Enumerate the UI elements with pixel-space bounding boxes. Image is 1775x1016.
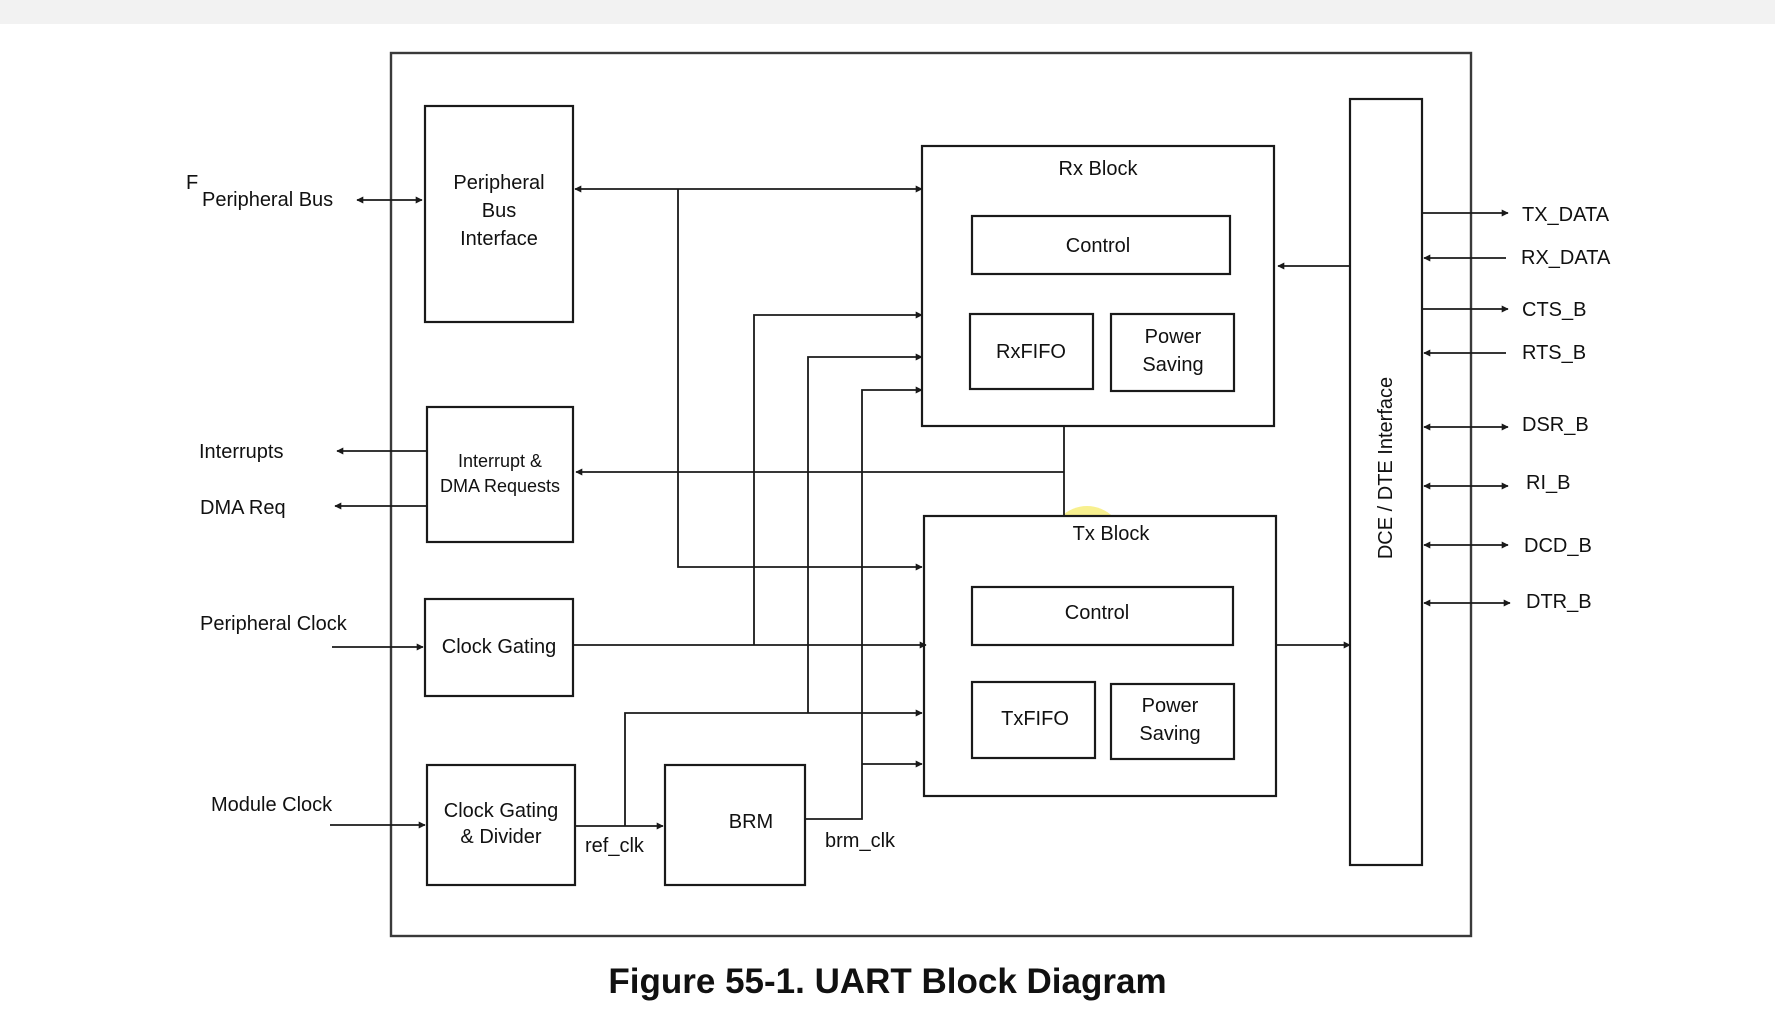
peripheral-clock-label: Peripheral Clock [200, 613, 348, 635]
stray-mark: F [186, 172, 198, 194]
tx-power-saving-line2: Saving [1139, 723, 1200, 745]
interrupt-dma-block: Interrupt & DMA Requests [425, 405, 575, 544]
tx-block-title: Tx Block [1073, 523, 1151, 545]
figure-caption: Figure 55-1. UART Block Diagram [608, 962, 1167, 1001]
interrupts-label: Interrupts [199, 441, 283, 463]
signal-dsr-b: DSR_B [1522, 414, 1589, 436]
tx-control-box [970, 585, 1235, 647]
signal-rx-data: RX_DATA [1521, 247, 1611, 269]
peripheral-bus-interface-block: Peripheral Bus Interface [423, 104, 575, 324]
rx-block-title: Rx Block [1059, 158, 1139, 180]
clock-gating-block: Clock Gating [423, 597, 575, 698]
rx-control-box [970, 214, 1232, 276]
interrupt-dma-label-line2: DMA Requests [440, 476, 560, 496]
ref-clk-label: ref_clk [585, 835, 645, 857]
rx-power-saving-line1: Power [1145, 326, 1202, 348]
right-signals: TX_DATA RX_DATA CTS_B RTS_B DSR_B RI_B D… [1422, 204, 1611, 613]
uart-module-frame [389, 51, 1473, 938]
clock-gating-label: Clock Gating [442, 636, 557, 658]
rx-power-saving-line2: Saving [1142, 354, 1203, 376]
rx-control-label: Control [1066, 235, 1130, 257]
module-clock-label: Module Clock [211, 794, 333, 816]
rxfifo-label: RxFIFO [996, 341, 1066, 363]
dce-dte-interface-block: DCE / DTE Interface [1348, 97, 1424, 867]
dce-dte-interface-label: DCE / DTE Interface [1375, 377, 1397, 559]
clock-gating-divider-label-line2: & Divider [460, 826, 541, 848]
tx-power-saving-line1: Power [1142, 695, 1199, 717]
signal-cts-b: CTS_B [1522, 299, 1586, 321]
signal-rts-b: RTS_B [1522, 342, 1586, 364]
brm-label: BRM [729, 811, 773, 833]
pbi-label-line3: Interface [460, 228, 538, 250]
tx-control-label: Control [1065, 602, 1129, 624]
dma-req-label: DMA Req [200, 497, 286, 519]
signal-dtr-b: DTR_B [1526, 591, 1592, 613]
clock-gating-divider-label-line1: Clock Gating [444, 800, 559, 822]
brm-block: BRM [663, 763, 807, 887]
txfifo-box [970, 680, 1097, 760]
rxfifo-box [968, 312, 1095, 391]
tx-power-saving-box [1109, 682, 1236, 761]
brm-clk-label: brm_clk [825, 830, 896, 852]
txfifo-label: TxFIFO [1001, 708, 1069, 730]
signal-tx-data: TX_DATA [1522, 204, 1610, 226]
clock-gating-divider-block: Clock Gating & Divider [425, 763, 577, 887]
peripheral-bus-label: Peripheral Bus [202, 189, 333, 211]
interrupt-dma-label-line1: Interrupt & [458, 451, 542, 471]
internal-wires [573, 185, 1351, 830]
signal-dcd-b: DCD_B [1524, 535, 1592, 557]
signal-ri-b: RI_B [1526, 472, 1570, 494]
top-bar [0, 0, 1775, 24]
rx-power-saving-box [1109, 312, 1236, 393]
rx-block: Rx Block Control RxFIFO Power Saving [920, 144, 1276, 428]
pbi-label-line1: Peripheral [453, 172, 544, 194]
left-signals: F Peripheral Bus Interrupts DMA Req Peri… [186, 172, 896, 857]
tx-block: Tx Block Control TxFIFO Power Saving [922, 514, 1278, 798]
pbi-label-line2: Bus [482, 200, 516, 222]
